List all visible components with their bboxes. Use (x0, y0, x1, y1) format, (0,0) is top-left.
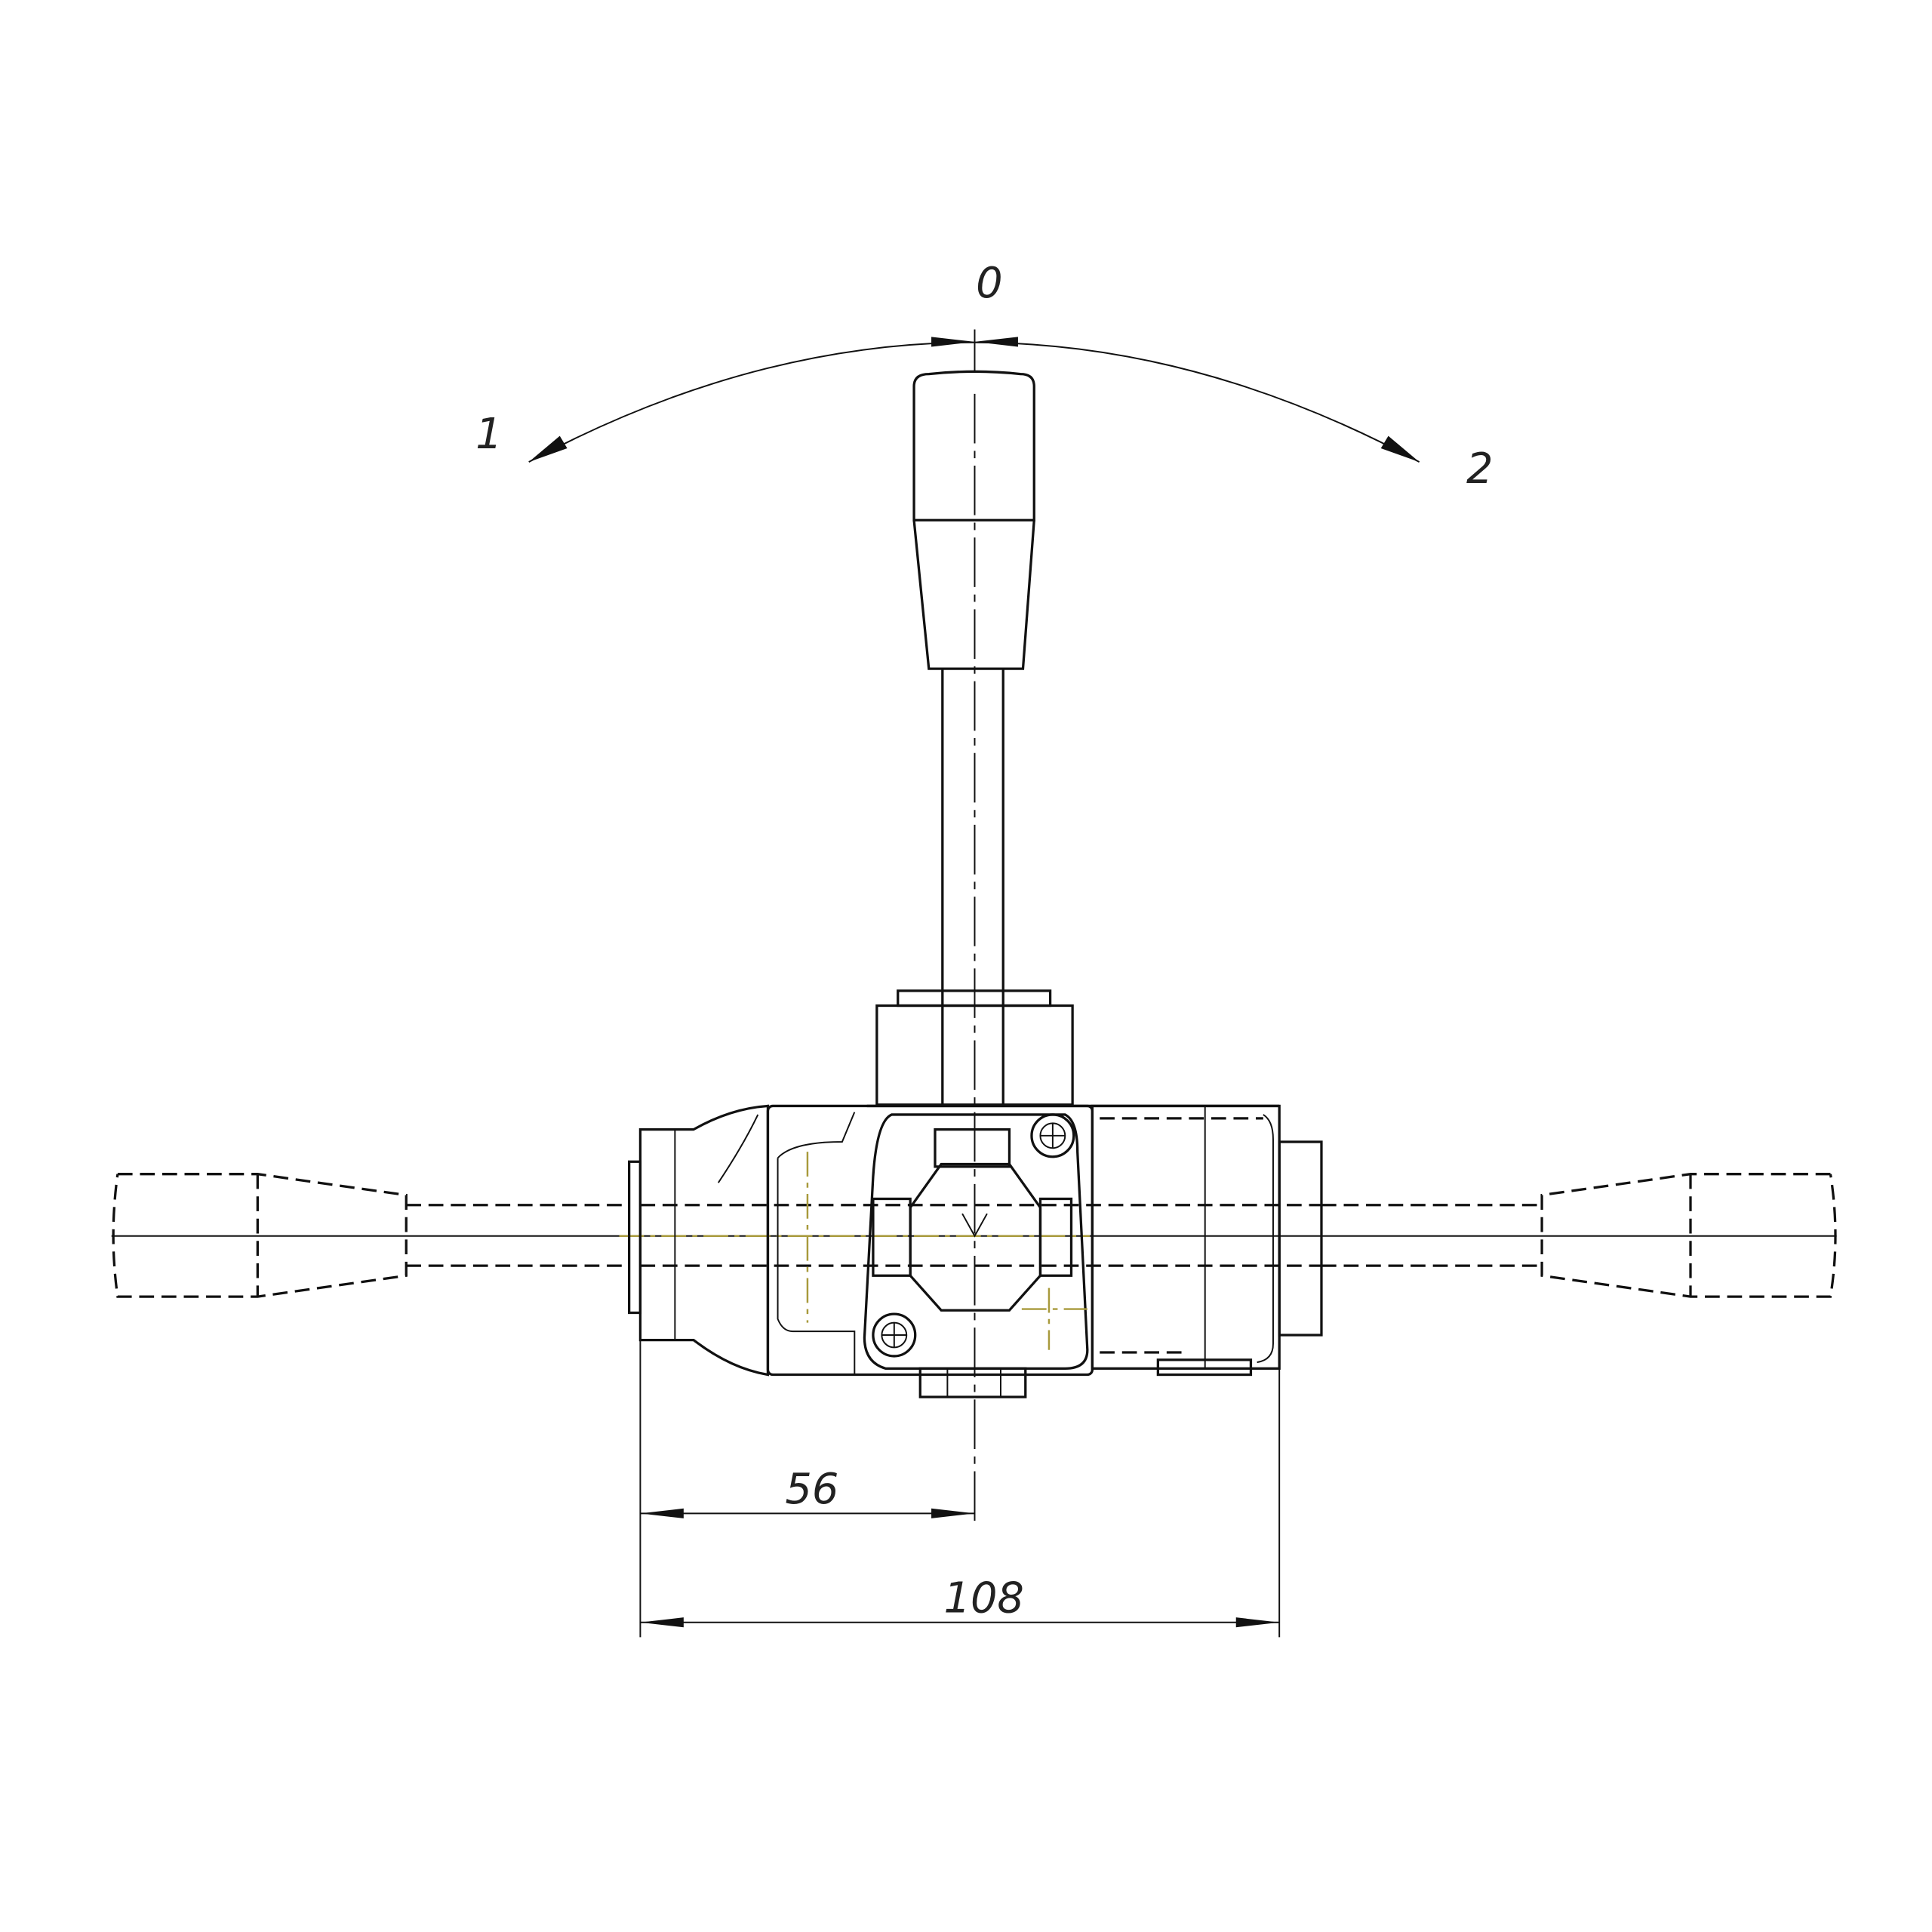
lever-motion-arc (528, 329, 1420, 463)
position-label-0: 0 (976, 259, 1003, 308)
dimension-56: 56 (785, 1465, 838, 1514)
position-label-2: 2 (1466, 445, 1494, 494)
lever-alternate-positions (111, 1173, 1837, 1298)
bolt-lower (872, 1312, 917, 1358)
dimension-108: 108 (943, 1574, 1023, 1623)
position-label-1: 1 (475, 410, 503, 459)
dimension-lines (639, 1340, 1281, 1638)
valve-body (628, 989, 1323, 1398)
lever-vertical (912, 370, 1035, 1524)
bolt-upper (1030, 1113, 1075, 1158)
